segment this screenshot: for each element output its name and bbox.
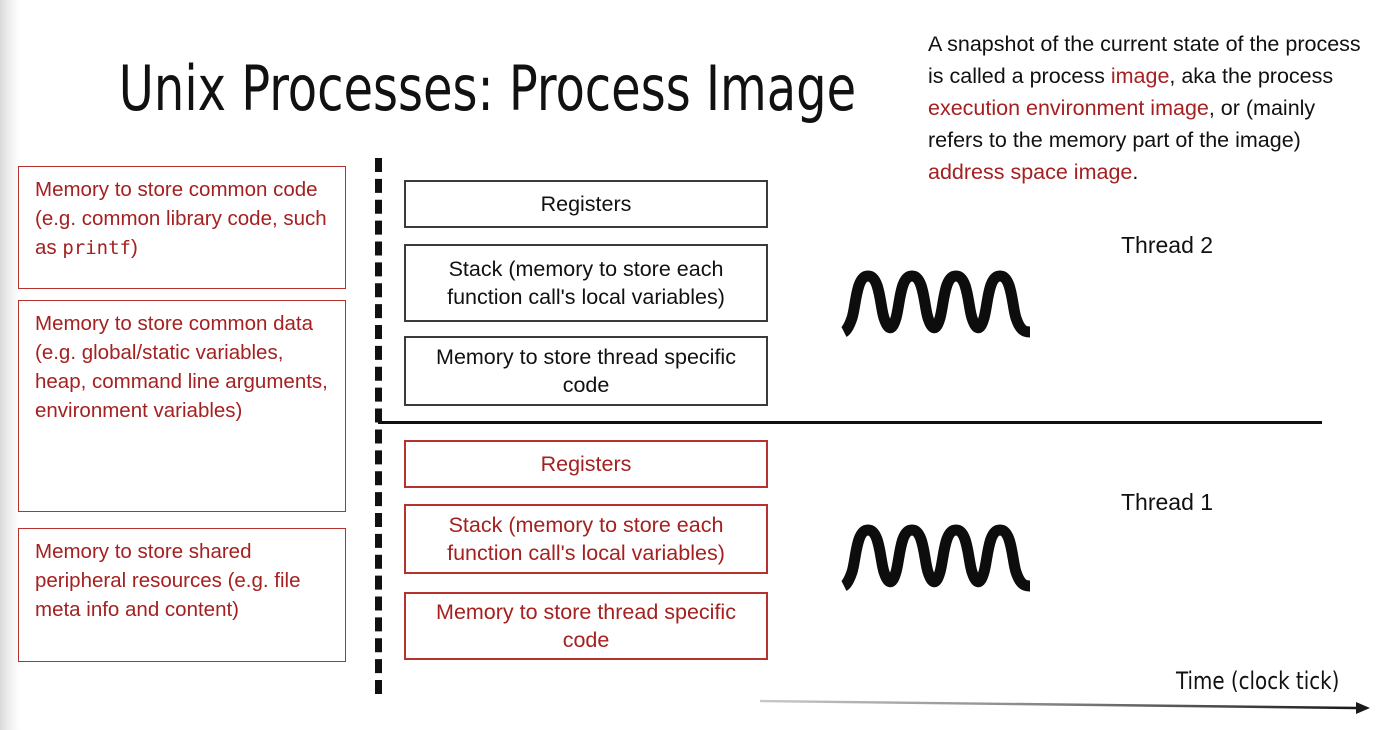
printf-code-literal: printf bbox=[62, 237, 131, 259]
shared-memory-box-common-data: Memory to store common data (e.g. global… bbox=[18, 300, 346, 512]
page-title: Unix Processes: Process Image bbox=[118, 52, 857, 125]
time-axis-label: Time (clock tick) bbox=[1176, 667, 1340, 695]
thread1-box-registers: Registers bbox=[404, 440, 768, 488]
box-text-before: Memory to store common code (e.g. common… bbox=[35, 178, 327, 259]
shared-memory-box-peripheral-resources: Memory to store shared peripheral resour… bbox=[18, 528, 346, 662]
dashed-vertical-divider bbox=[375, 158, 382, 694]
left-gutter-shadow bbox=[0, 0, 20, 730]
time-axis-arrow-icon bbox=[760, 699, 1370, 714]
intro-segment-1: A snapshot of the current state of the p… bbox=[928, 32, 1361, 88]
thread2-box-stack: Stack (memory to store each function cal… bbox=[404, 244, 768, 322]
thread1-execution-squiggle-icon bbox=[840, 524, 1031, 592]
thread2-execution-squiggle-icon bbox=[840, 270, 1031, 338]
intro-segment-4: . bbox=[1132, 160, 1139, 184]
intro-highlight-address-space-image: address space image bbox=[928, 160, 1133, 184]
intro-segment-3: , or (mainly refers to the memory part o… bbox=[928, 96, 1316, 152]
intro-highlight-image: image bbox=[1110, 64, 1170, 88]
thread1-label: Thread 1 bbox=[1121, 489, 1214, 515]
box-text-after: ) bbox=[131, 236, 138, 259]
thread2-box-registers: Registers bbox=[404, 180, 768, 228]
thread2-box-thread-specific-code: Memory to store thread specific code bbox=[404, 336, 768, 406]
box-text-before: Memory to store shared peripheral resour… bbox=[35, 540, 301, 621]
thread1-box-thread-specific-code: Memory to store thread specific code bbox=[404, 592, 768, 660]
thread-separator-line bbox=[378, 421, 1322, 424]
intro-highlight-execution-environment-image: execution environment image bbox=[928, 96, 1209, 120]
process-image-description: A snapshot of the current state of the p… bbox=[928, 28, 1374, 188]
shared-memory-box-common-code: Memory to store common code (e.g. common… bbox=[18, 166, 346, 289]
box-text-before: Memory to store common data (e.g. global… bbox=[35, 312, 328, 422]
intro-segment-2: , aka the process bbox=[1169, 64, 1334, 88]
thread2-label: Thread 2 bbox=[1121, 232, 1214, 258]
thread1-box-stack: Stack (memory to store each function cal… bbox=[404, 504, 768, 574]
